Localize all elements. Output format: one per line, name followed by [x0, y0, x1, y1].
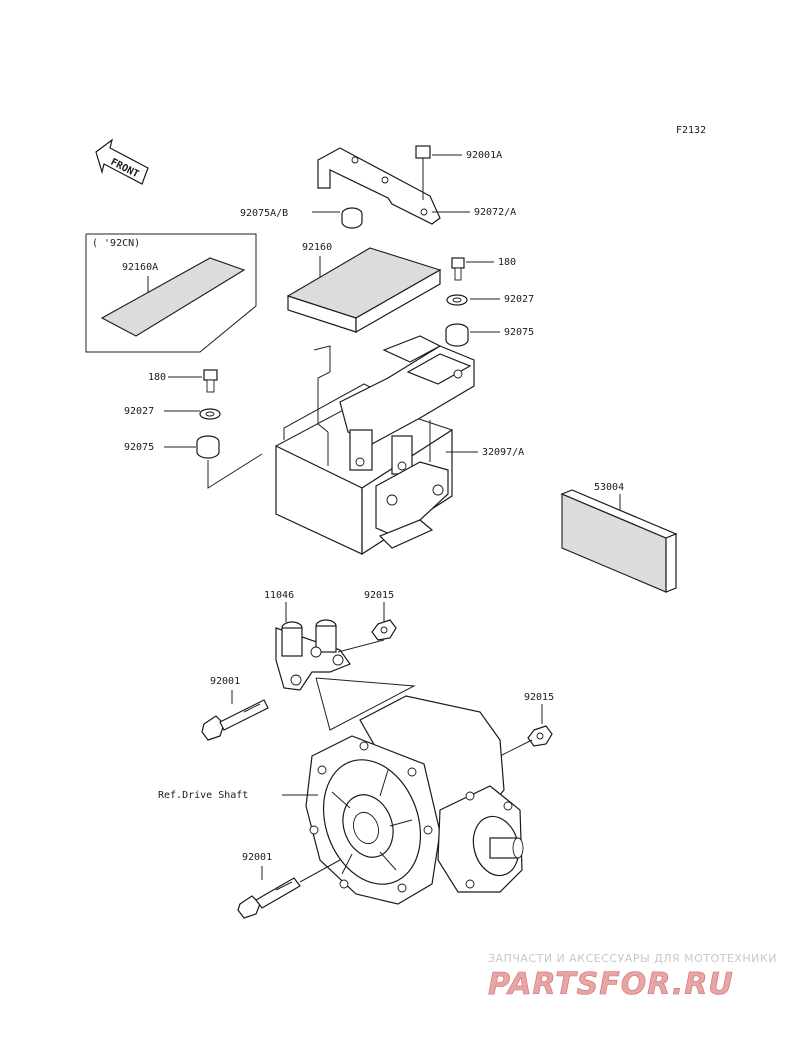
- callout-92075-left: 92075: [124, 442, 154, 453]
- callout-92015-right: 92015: [524, 692, 554, 703]
- callout-180-right: 180: [498, 257, 516, 268]
- nut-92015-right: [527, 725, 553, 747]
- callout-92075AB: 92075A/B: [240, 208, 288, 219]
- watermark: ЗАПЧАСТИ И АКСЕССУАРЫ ДЛЯ МОТОТЕХНИКИ PA…: [488, 952, 777, 1002]
- callout-32097A: 32097/A: [482, 447, 524, 458]
- callout-92075-right: 92075: [504, 327, 534, 338]
- callout-53004: 53004: [594, 482, 624, 493]
- battery-pad-92160A: [100, 257, 246, 337]
- collar-92027-left: [199, 408, 221, 420]
- callout-ref-drive-shaft: Ref.Drive Shaft: [158, 790, 248, 801]
- battery-case-32097A: [275, 335, 475, 556]
- grommet-92075-left: [196, 435, 220, 459]
- callout-92001A: 92001A: [466, 150, 502, 161]
- callout-92015-top: 92015: [364, 590, 394, 601]
- callout-92027-right: 92027: [504, 294, 534, 305]
- bolt-92001-bottom: [237, 877, 301, 919]
- rubber-92075AB: [341, 207, 363, 229]
- bolt-180-left: [203, 369, 218, 393]
- warning-label-53004: [560, 489, 678, 593]
- grommet-92075-right: [445, 323, 469, 347]
- mount-bracket-11046: [275, 619, 351, 691]
- bolt-92001-mid: [201, 699, 269, 741]
- callout-92001-mid: 92001: [210, 676, 240, 687]
- callout-92072A: 92072/A: [474, 207, 516, 218]
- callout-92160: 92160: [302, 242, 332, 253]
- collar-92027-right: [446, 294, 468, 306]
- callout-92027-left: 92027: [124, 406, 154, 417]
- battery-pad-92160: [286, 247, 442, 334]
- callout-92001-bottom: 92001: [242, 852, 272, 863]
- final-gear-case: [305, 695, 524, 905]
- inset-model-note: ( '92CN): [92, 238, 140, 249]
- bolt-180-right: [451, 257, 465, 281]
- callout-11046: 11046: [264, 590, 294, 601]
- figure-code: F2132: [676, 125, 706, 136]
- battery-bracket: [317, 147, 441, 225]
- inset-part-label: 92160A: [122, 262, 158, 273]
- callout-180-left: 180: [148, 372, 166, 383]
- model-inset-box: ( '92CN) 92160A: [85, 233, 257, 353]
- bolt-92001A: [415, 145, 431, 200]
- watermark-brand: PARTSFOR.RU: [488, 967, 734, 1002]
- front-arrow-icon: FRONT: [95, 138, 149, 185]
- watermark-tagline: ЗАПЧАСТИ И АКСЕССУАРЫ ДЛЯ МОТОТЕХНИКИ: [488, 952, 777, 965]
- nut-92015-top: [371, 619, 397, 641]
